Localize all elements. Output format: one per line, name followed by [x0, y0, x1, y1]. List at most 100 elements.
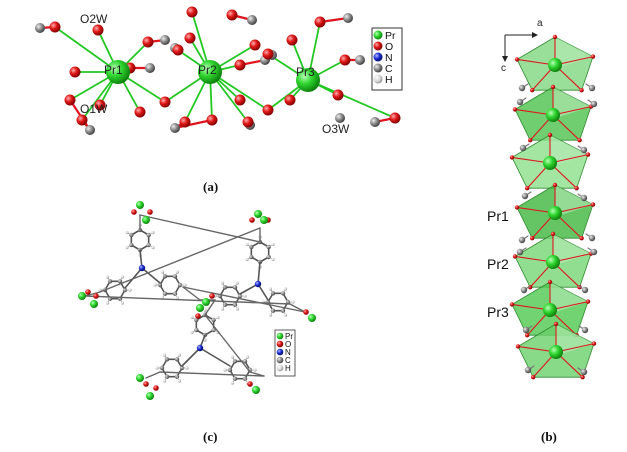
carbon-atom [590, 100, 598, 108]
backbone-bond [159, 371, 265, 377]
oxygen-atom [147, 209, 153, 215]
oxygen-atom [179, 116, 191, 128]
legend-c: Pr O N C H [274, 329, 296, 377]
n-aryl-bond [141, 267, 161, 284]
oxygen-atom [195, 313, 201, 319]
oxygen-atom [585, 299, 591, 304]
nitrogen-atom [254, 280, 262, 288]
legend-c-pr-label: Pr [285, 332, 293, 341]
praseodymium-atom [260, 216, 268, 224]
carbon-atom [588, 84, 596, 92]
ring-a3-hydrogen [160, 270, 165, 274]
ring-c1-hydrogen [190, 330, 194, 335]
oxygen-atom [389, 112, 401, 124]
praseodymium-atom [90, 300, 98, 308]
legend-c-o-label: O [285, 340, 291, 349]
oxygen-atom [93, 293, 99, 299]
carbon-atom [590, 248, 598, 256]
praseodymium-atom [543, 303, 557, 317]
polyhedron-face [555, 37, 593, 69]
carbon-atom [370, 117, 380, 127]
ring-b2-hydrogen [291, 300, 295, 304]
oxygen-atom [94, 99, 106, 111]
oxygen-atom [530, 88, 535, 93]
praseodymium-atom [548, 58, 562, 72]
legend-a-h-swatch [373, 74, 383, 84]
carbon-atom [160, 35, 170, 45]
n-aryl-bond [199, 347, 231, 367]
legend-a-n-swatch [373, 52, 383, 62]
pr-o-bond [54, 26, 119, 73]
oxygen-atom [525, 186, 530, 191]
praseodymium-atom [136, 201, 144, 209]
ring-a2-hydrogen [98, 288, 102, 292]
praseodymium-atom [136, 374, 144, 382]
oxygen-atom [262, 48, 274, 60]
oxygen-atom [142, 36, 154, 48]
oxygen-atom [579, 236, 584, 241]
oxygen-atom [580, 375, 585, 380]
carbon-atom [520, 286, 528, 294]
ring-b1-hydrogen [271, 242, 275, 247]
praseodymium-atom-3 [296, 68, 320, 92]
label-pr1-b: Pr1 [487, 208, 509, 224]
ring-b2-hydrogen [283, 313, 288, 317]
praseodymium-atom [142, 216, 150, 224]
oxygen-atom [172, 44, 184, 56]
praseodymium-atom [546, 255, 560, 269]
oxygen-atom [206, 114, 218, 126]
carboxylate-bond [173, 118, 214, 130]
praseodymium-atom [254, 210, 262, 218]
oxygen-atom [514, 57, 520, 62]
ring-b3-hydrogen [243, 294, 247, 298]
oxygen-atom [591, 341, 597, 346]
ring-c2-hydrogen [223, 368, 227, 372]
oxygen-atom [234, 94, 246, 106]
label-o1w: O1W [80, 102, 108, 116]
legend-c-c-label: C [285, 356, 291, 365]
ring-a2-hydrogen [105, 275, 110, 279]
axis-indicator [502, 32, 538, 62]
ring-b1-hydrogen [271, 257, 275, 262]
oxygen-atom [209, 293, 215, 299]
carbon-atom [519, 144, 527, 152]
ring-a3-hydrogen [175, 270, 180, 274]
backbone-bond [289, 303, 306, 313]
oxygen-atom [85, 289, 91, 295]
legend-c-h-label: H [285, 364, 291, 373]
ring-b1-hydrogen [245, 242, 249, 247]
ring-c1-hydrogen [190, 315, 194, 320]
backbone-bond [204, 299, 216, 316]
oxygen-atom [531, 375, 536, 380]
oxygen-atom [550, 84, 556, 90]
ring-a1-hydrogen [125, 245, 129, 250]
oxygen-atom [590, 54, 596, 59]
oxygen-atom [226, 9, 238, 21]
ring-b3-hydrogen [235, 281, 240, 285]
oxygen-atom [550, 231, 556, 237]
polyhedron-face [553, 87, 591, 119]
ring-a2-hydrogen [120, 301, 125, 305]
oxygen-atom [76, 114, 88, 126]
oxygen-atom [186, 6, 198, 18]
nitrogen-atom [196, 344, 204, 352]
ring-a1-hydrogen [151, 245, 155, 250]
ring-a3-hydrogen [175, 296, 180, 300]
praseodymium-atom [546, 108, 560, 122]
oxygen-atom [515, 344, 521, 349]
praseodymium-atom [78, 292, 86, 300]
oxygen-atom [134, 106, 146, 118]
oxygen-atom [131, 209, 137, 215]
carbon-atom [522, 326, 530, 334]
praseodymium-atom [543, 156, 557, 170]
backbone-bond [204, 314, 251, 373]
axis-label-a: a [537, 18, 543, 29]
n-aryl-bond [181, 347, 201, 367]
backbone-bond [84, 291, 101, 297]
oxygen-atom [303, 309, 309, 315]
oxygen-atom [69, 66, 81, 78]
label-pr2-a: Pr2 [198, 63, 217, 77]
oxygen-atom [547, 132, 553, 138]
oxygen-atom [552, 34, 558, 40]
ring-c1-hydrogen [216, 315, 220, 320]
